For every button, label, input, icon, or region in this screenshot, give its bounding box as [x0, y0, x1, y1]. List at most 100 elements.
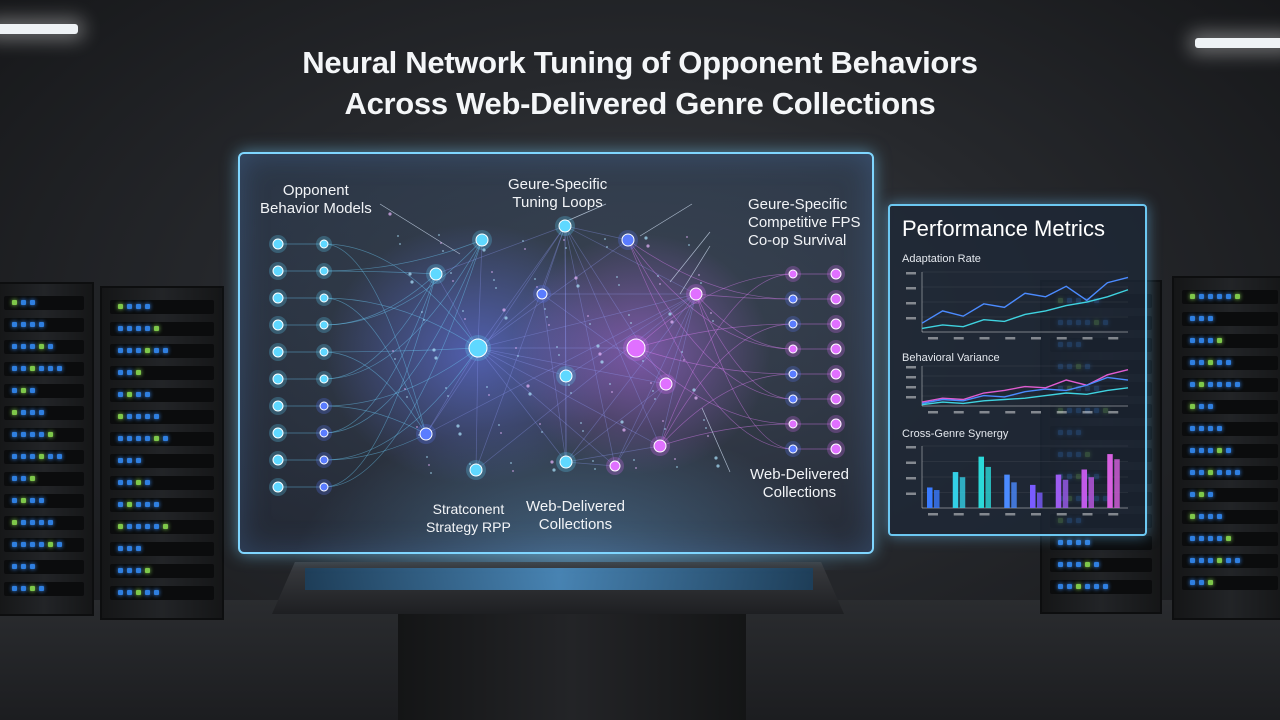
x-tick-mark — [979, 411, 990, 414]
synergy-bar — [927, 487, 933, 508]
behavioral-variance-chart-series-2 — [921, 387, 1129, 406]
web-collections-right-line-2: Collections — [762, 484, 837, 501]
page-title: Neural Network Tuning of Opponent Behavi… — [0, 42, 1280, 124]
status-led — [154, 524, 159, 529]
status-led — [127, 502, 132, 507]
status-led — [30, 322, 35, 327]
status-led — [1217, 536, 1222, 541]
connection-line — [627, 239, 794, 350]
server-rack-left-2 — [100, 286, 224, 620]
status-led — [48, 366, 53, 371]
server-unit — [1182, 554, 1278, 568]
network-particle — [642, 360, 644, 362]
network-particle — [606, 246, 608, 248]
ceiling-light-right — [1195, 38, 1280, 48]
status-led — [21, 432, 26, 437]
server-unit — [110, 586, 214, 600]
network-particle — [668, 312, 672, 316]
status-led — [127, 458, 132, 463]
status-led — [136, 502, 141, 507]
network-particle — [426, 456, 428, 458]
status-led — [1217, 382, 1222, 387]
server-unit — [110, 388, 214, 402]
status-led — [1208, 338, 1213, 343]
output-node — [830, 318, 842, 330]
status-led — [118, 568, 123, 573]
web-collections-bottom-label: Web-Delivered Collections — [526, 498, 625, 534]
status-led — [127, 546, 132, 551]
podium-screen — [305, 568, 813, 590]
status-led — [1103, 584, 1108, 589]
x-tick-mark — [1108, 337, 1119, 340]
network-particle — [423, 319, 425, 321]
status-led — [145, 392, 150, 397]
connection-line — [564, 225, 697, 295]
hub-node — [559, 455, 573, 469]
network-particle — [447, 395, 449, 397]
status-led — [1208, 558, 1213, 563]
status-led — [1058, 540, 1063, 545]
connection-line — [323, 347, 479, 461]
hub-node — [559, 369, 573, 383]
status-led — [154, 502, 159, 507]
status-led — [1199, 360, 1204, 365]
synergy-bar — [959, 477, 966, 508]
connection-line — [435, 273, 479, 349]
status-led — [145, 502, 150, 507]
hub-node — [621, 233, 635, 247]
network-particle — [686, 236, 688, 238]
server-unit — [1182, 290, 1278, 304]
x-tick-mark — [1005, 513, 1016, 516]
status-led — [30, 410, 35, 415]
x-tick-mark — [1082, 513, 1093, 516]
network-particle — [676, 466, 678, 468]
status-led — [1208, 448, 1213, 453]
input-node — [319, 482, 329, 492]
connection-line — [323, 239, 483, 272]
connection-line — [695, 293, 794, 350]
status-led — [21, 454, 26, 459]
network-particle — [522, 240, 524, 242]
status-led — [21, 410, 26, 415]
status-led — [12, 432, 17, 437]
server-unit — [110, 344, 214, 358]
connection-line — [659, 293, 697, 447]
output-node — [788, 394, 798, 404]
status-led — [1208, 492, 1213, 497]
network-particle — [592, 460, 594, 462]
network-particle — [622, 428, 626, 432]
status-led — [145, 436, 150, 441]
status-led — [118, 414, 123, 419]
status-led — [48, 542, 53, 547]
server-unit — [1050, 580, 1152, 594]
connection-line — [425, 293, 697, 435]
tuning-loops-label: Geure-Specific Tuning Loops — [508, 176, 607, 212]
y-tick-mark — [906, 386, 916, 389]
network-particle — [574, 276, 578, 280]
status-led — [1235, 470, 1240, 475]
title-line-1: Neural Network Tuning of Opponent Behavi… — [302, 45, 978, 80]
network-particle — [456, 424, 460, 428]
x-tick-mark — [1056, 411, 1067, 414]
y-tick-mark — [906, 446, 916, 449]
status-led — [1208, 470, 1213, 475]
output-node — [830, 368, 842, 380]
network-particle — [458, 432, 462, 436]
network-particle — [486, 386, 488, 388]
output-node — [788, 419, 798, 429]
input-node — [319, 320, 329, 330]
server-unit — [110, 366, 214, 380]
status-led — [1199, 514, 1204, 519]
synergy-bar — [1081, 469, 1087, 508]
network-particle — [410, 280, 414, 284]
hub-node — [469, 463, 483, 477]
network-particle — [644, 236, 648, 240]
x-tick-mark — [953, 513, 964, 516]
connection-line — [541, 293, 567, 463]
status-led — [1217, 514, 1222, 519]
network-particle — [700, 282, 702, 284]
status-led — [21, 300, 26, 305]
web-collections-bottom-line-1: Web-Delivered — [526, 498, 625, 515]
status-led — [1190, 492, 1195, 497]
input-node — [319, 401, 329, 411]
